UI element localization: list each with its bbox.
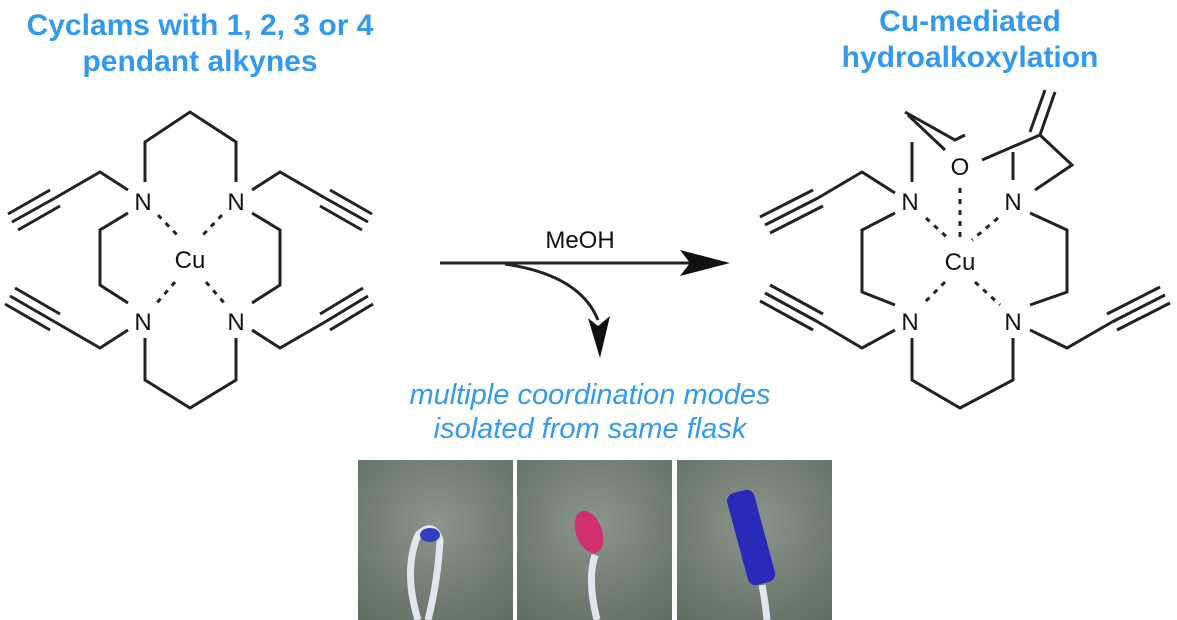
- left-title-line2: pendant alkynes: [82, 45, 318, 78]
- product-atom-labels: N N N N Cu O: [901, 154, 1021, 336]
- crystal-photo-3: [677, 460, 832, 620]
- starting-cyclam-complex: [4, 110, 374, 410]
- svg-text:N: N: [901, 189, 918, 216]
- svg-text:Cu: Cu: [945, 249, 976, 276]
- svg-text:N: N: [901, 309, 918, 336]
- crystal-photo-1: [358, 460, 513, 620]
- coordination-note: multiple coordination modes isolated fro…: [340, 378, 840, 446]
- svg-text:N: N: [227, 189, 244, 216]
- svg-text:N: N: [1004, 189, 1021, 216]
- note-line2: isolated from same flask: [433, 413, 747, 445]
- crystal-photo-2: [517, 460, 672, 620]
- left-title-line1: Cyclams with 1, 2, 3 or 4: [26, 9, 374, 42]
- svg-text:Cu: Cu: [175, 247, 206, 274]
- crystal-on-loop-2: [574, 510, 604, 620]
- crystal-on-loop-1: [407, 525, 444, 620]
- reagent-label: MeOH: [545, 227, 614, 254]
- right-title-line1: Cu-mediated: [879, 5, 1061, 38]
- svg-text:N: N: [227, 309, 244, 336]
- svg-text:N: N: [1004, 309, 1021, 336]
- side-arrow: [504, 262, 600, 321]
- product-complex: [759, 89, 1171, 410]
- crystal-on-loop-3: [727, 489, 776, 620]
- note-line1: multiple coordination modes: [409, 379, 771, 411]
- left-title: Cyclams with 1, 2, 3 or 4 pendant alkyne…: [0, 8, 400, 80]
- svg-text:O: O: [951, 154, 970, 181]
- svg-text:N: N: [134, 189, 151, 216]
- svg-text:N: N: [134, 309, 151, 336]
- right-title: Cu-mediated hydroalkoxylation: [800, 4, 1140, 76]
- reaction-arrow: MeOH: [440, 227, 730, 358]
- starting-atom-labels: N N N N Cu: [134, 189, 244, 336]
- right-title-line2: hydroalkoxylation: [841, 41, 1099, 74]
